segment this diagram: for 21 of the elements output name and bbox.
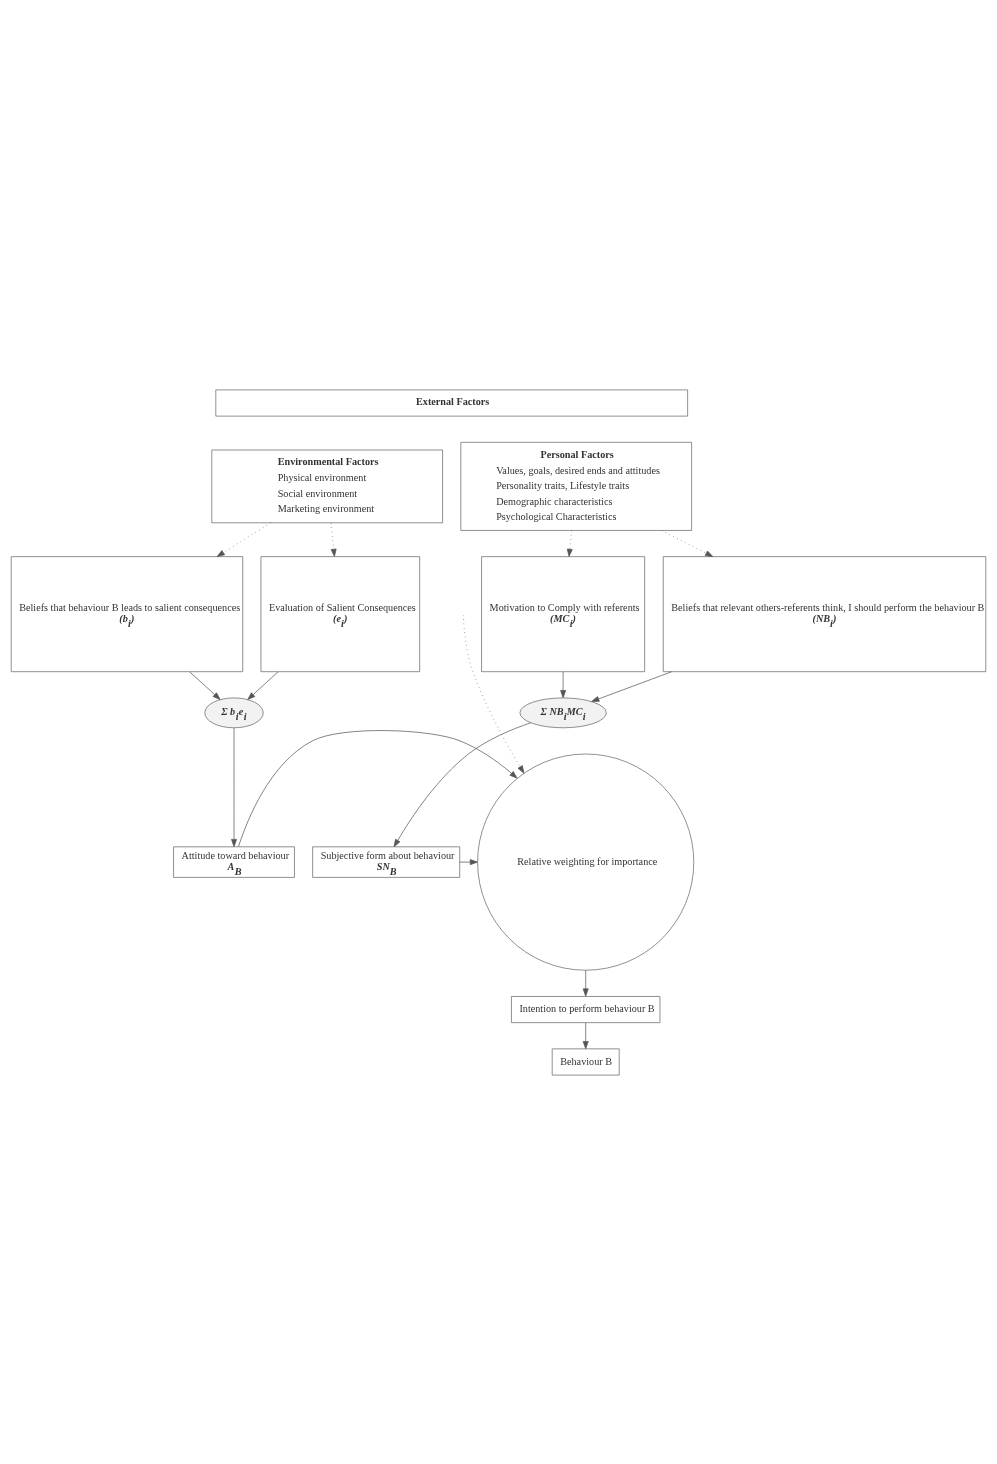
arrow xyxy=(247,670,279,700)
arrow xyxy=(661,529,714,557)
node-box: Environmental Factors Physical environment Social environment Marketing environment xyxy=(211,449,443,523)
arrow xyxy=(566,529,573,557)
arrow xyxy=(330,522,337,557)
node-box: Intention to perform behaviour B xyxy=(511,995,661,1023)
arrow xyxy=(582,969,589,996)
node-box: External Factors xyxy=(215,389,688,416)
arrow xyxy=(459,858,478,865)
arrow xyxy=(393,721,532,847)
arrow xyxy=(238,729,518,847)
arrow xyxy=(560,670,567,698)
arrow xyxy=(463,614,525,774)
node-circle: Relative weighting for importance xyxy=(477,753,695,971)
arrow xyxy=(216,521,271,557)
arrow xyxy=(591,670,673,702)
node-box: Personal Factors Values, goals, desired ends and attitudes Personality traits, Lifestyle traits Demographic characteristics Psychological Characteristics xyxy=(460,441,692,531)
arrow xyxy=(189,670,221,700)
node-box: Behaviour B xyxy=(551,1048,620,1075)
arrow xyxy=(231,727,237,847)
arrow xyxy=(582,1022,589,1049)
